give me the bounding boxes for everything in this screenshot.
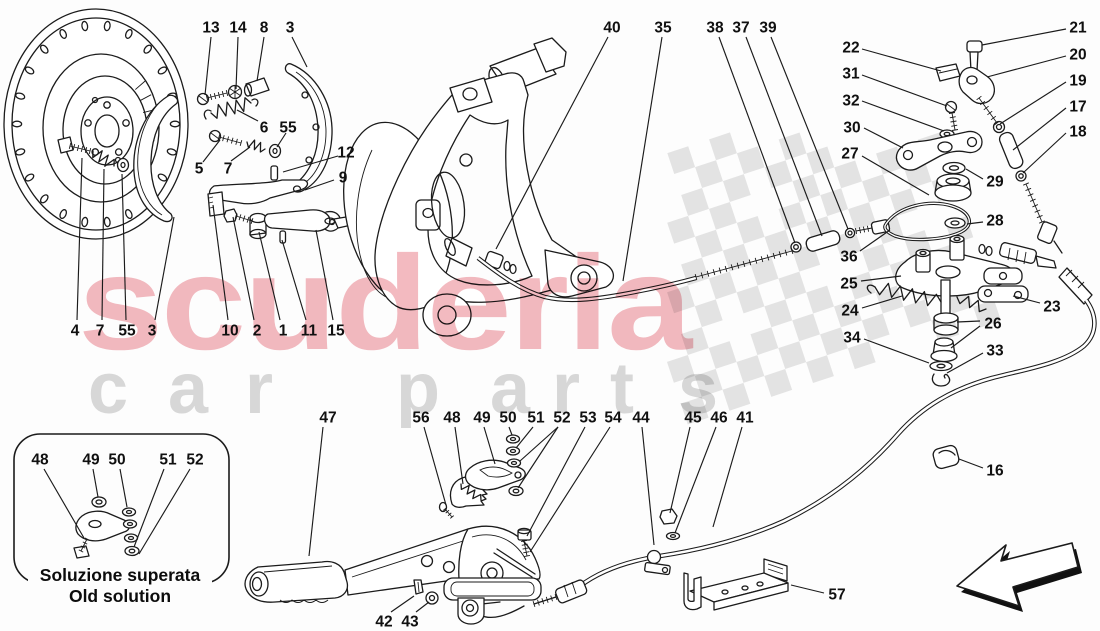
shoe-hardware [57,77,357,244]
part-number-label: 54 [604,410,622,427]
part-number-label: 35 [654,20,672,37]
svg-text:t: t [610,349,634,429]
direction-arrow-icon [956,542,1082,612]
part-number-label: 25 [840,276,858,293]
svg-text:r: r [552,349,580,429]
part-number-label: 7 [224,161,233,178]
support-bracket-57 [683,558,789,611]
part-number-label: 44 [632,410,650,427]
part-number-label: 57 [828,587,845,604]
svg-text:p: p [396,349,440,429]
part-number-label: 16 [986,463,1004,480]
part-number-label: 29 [986,174,1004,191]
part-number-label: 45 [684,410,702,427]
part-number-label: 33 [986,343,1004,360]
old-solution-inset: Soluzione superata Old solution [13,433,230,609]
part-number-label: 49 [82,452,100,469]
part-number-label: 30 [843,120,860,137]
part-number-label: 28 [986,213,1004,230]
part-number-label: 42 [375,614,392,631]
part-number-label: 32 [842,93,859,110]
part-number-label: 8 [260,20,269,37]
part-number-label: 47 [319,410,336,427]
part-number-label: 55 [118,323,136,340]
part-number-label: 48 [31,452,49,469]
part-number-label: 12 [337,145,354,162]
part-number-label: 56 [412,410,430,427]
svg-text:a: a [490,349,531,429]
equalizer-assembly [883,40,1093,387]
svg-text:r: r [245,349,273,429]
part-number-label: 9 [339,170,348,187]
part-number-label: 43 [401,614,419,631]
svg-text:c: c [88,349,128,429]
part-number-label: 34 [843,330,861,347]
part-number-label: 55 [279,120,297,137]
part-number-label: 15 [327,323,345,340]
part-number-label: 14 [229,20,247,37]
inset-caption-italian: Soluzione superata [40,565,201,585]
part-number-label: 36 [840,249,858,266]
part-number-label: 22 [842,40,859,57]
part-number-label: 20 [1069,47,1086,64]
part-number-label: 40 [603,20,620,37]
part-number-label: 27 [841,146,858,163]
part-number-label: 7 [96,323,105,340]
caliper-bracket [343,37,614,337]
part-number-label: 31 [842,66,860,83]
brake-shoes [133,63,333,223]
part-number-label: 6 [260,120,269,137]
part-number-label: 52 [186,452,203,469]
part-number-label: 50 [108,452,125,469]
part-number-label: 11 [301,323,318,340]
part-number-label: 26 [984,316,1002,333]
part-number-label: 39 [759,20,777,37]
part-number-label: 5 [195,161,204,178]
part-number-label: 2 [253,323,262,340]
diagram-artwork [3,8,1097,625]
part-number-label: 3 [286,20,295,37]
part-number-label: 38 [706,20,724,37]
grommet-16 [932,444,960,470]
part-number-label: 53 [579,410,597,427]
part-number-label: 13 [202,20,220,37]
part-number-label: 3 [148,323,157,340]
svg-text:s: s [678,349,718,429]
part-number-label: 18 [1069,124,1087,141]
inset-caption-english: Old solution [69,586,171,606]
part-number-label: 1 [279,323,288,340]
part-number-label: 51 [527,410,545,427]
ratchet-hardware [438,434,526,519]
part-number-label: 52 [553,410,570,427]
svg-text:a: a [168,349,209,429]
part-number-label: 19 [1069,73,1087,90]
handbrake-lever [244,525,542,625]
part-number-label: 37 [732,20,749,37]
part-number-label: 21 [1069,20,1087,37]
watermark-brand-text: scuderia [78,229,694,378]
part-number-label: 49 [473,410,491,427]
part-number-label: 23 [1043,299,1061,316]
part-number-label: 41 [736,410,754,427]
part-number-label: 48 [443,410,461,427]
part-number-label: 10 [221,323,238,340]
part-number-label: 50 [499,410,516,427]
part-number-label: 46 [710,410,728,427]
part-number-label: 4 [71,323,80,340]
rear-cable [475,298,1097,619]
part-number-label: 51 [159,452,177,469]
part-number-label: 17 [1069,99,1086,116]
part-number-label: 24 [841,303,859,320]
